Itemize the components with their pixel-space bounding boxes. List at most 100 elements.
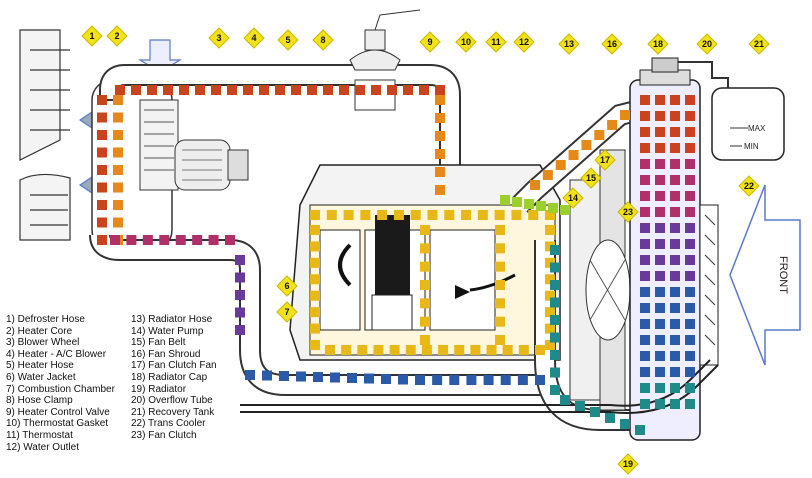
- coolant-square: [97, 112, 107, 123]
- coolant-square: [420, 280, 430, 290]
- legend-item: 2) Heater Core: [6, 325, 73, 337]
- coolant-square: [420, 261, 430, 272]
- coolant-square: [640, 207, 650, 217]
- coolant-square: [477, 210, 488, 220]
- coolant-square: [550, 280, 560, 290]
- callout-marker-6: 6: [276, 275, 298, 297]
- svg-text:3: 3: [216, 33, 221, 43]
- coolant-square: [449, 375, 460, 385]
- coolant-square: [670, 319, 680, 329]
- coolant-square: [323, 85, 333, 95]
- coolant-square: [357, 345, 368, 355]
- svg-text:13: 13: [564, 39, 574, 49]
- coolant-square: [310, 225, 320, 235]
- coolant-square: [670, 367, 680, 377]
- coolant-square: [640, 399, 650, 409]
- svg-text:11: 11: [491, 37, 501, 47]
- coolant-square: [640, 287, 650, 297]
- callout-marker-15: 15: [580, 167, 602, 189]
- coolant-square: [655, 351, 665, 361]
- coolant-square: [545, 225, 555, 235]
- coolant-square: [550, 262, 560, 273]
- legend-item: 8) Hose Clamp: [6, 395, 73, 407]
- svg-text:7: 7: [284, 307, 289, 317]
- coolant-square: [142, 235, 153, 245]
- coolant-square: [655, 127, 665, 137]
- coolant-square: [685, 207, 695, 217]
- coolant-square: [420, 316, 430, 327]
- coolant-square: [685, 303, 695, 313]
- coolant-square: [310, 290, 320, 301]
- coolant-square: [310, 340, 320, 350]
- coolant-square: [310, 323, 320, 334]
- callout-marker-23: 23: [617, 201, 639, 223]
- coolant-square: [326, 210, 337, 220]
- coolant-square: [655, 95, 665, 105]
- coolant-square: [655, 271, 665, 281]
- coolant-square: [393, 210, 404, 220]
- coolant-square: [581, 140, 592, 150]
- coolant-square: [590, 407, 600, 417]
- coolant-square: [655, 175, 665, 185]
- coolant-square: [530, 180, 540, 190]
- fan-assembly: [569, 149, 631, 411]
- coolant-square: [415, 375, 425, 385]
- coolant-square: [97, 95, 107, 105]
- svg-text:1: 1: [89, 31, 94, 41]
- coolant-square: [339, 85, 349, 95]
- coolant-square: [528, 210, 539, 220]
- coolant-square: [97, 182, 107, 193]
- coolant-square: [211, 85, 221, 95]
- coolant-square: [495, 280, 505, 290]
- coolant-square: [670, 95, 680, 105]
- coolant-square: [420, 225, 430, 235]
- coolant-square: [403, 85, 413, 95]
- coolant-square: [655, 383, 665, 393]
- coolant-square: [640, 111, 650, 121]
- coolant-square: [685, 191, 695, 201]
- svg-text:16: 16: [607, 39, 617, 49]
- svg-text:12: 12: [519, 37, 529, 47]
- coolant-square: [387, 85, 397, 95]
- coolant-square: [550, 332, 560, 343]
- coolant-square: [235, 272, 245, 283]
- coolant-square: [655, 239, 665, 249]
- legend-item: 1) Defroster Hose: [6, 314, 85, 325]
- callout-marker-14: 14: [562, 187, 584, 209]
- coolant-square: [550, 297, 560, 308]
- coolant-square: [420, 298, 430, 309]
- coolant-square: [685, 159, 695, 169]
- heater-core-box: [91, 79, 179, 251]
- coolant-square: [535, 345, 545, 355]
- coolant-square: [655, 223, 665, 233]
- svg-text:23: 23: [623, 207, 633, 217]
- coolant-square: [192, 235, 203, 245]
- coolant-square: [685, 175, 695, 185]
- svg-text:15: 15: [586, 173, 596, 183]
- coolant-square: [655, 399, 665, 409]
- coolant-square: [685, 399, 695, 409]
- legend-item: 19) Radiator: [131, 383, 187, 395]
- coolant-square: [670, 127, 680, 137]
- coolant-square: [97, 217, 107, 228]
- coolant-square: [605, 413, 615, 423]
- coolant-square: [545, 210, 555, 220]
- coolant-square: [245, 370, 255, 380]
- heater-hose-top: [98, 64, 461, 200]
- coolant-square: [655, 207, 665, 217]
- coolant-square: [495, 316, 505, 327]
- coolant-square: [341, 345, 352, 355]
- coolant-square: [550, 245, 560, 255]
- callout-marker-20: 20: [696, 33, 718, 55]
- coolant-square: [500, 375, 511, 385]
- coolant-square: [325, 345, 335, 355]
- coolant-square: [495, 261, 505, 272]
- coolant-square: [208, 235, 219, 245]
- coolant-square: [655, 367, 665, 377]
- legend-item: 21) Recovery Tank: [131, 406, 215, 418]
- coolant-square: [640, 159, 650, 169]
- coolant-square: [113, 112, 123, 123]
- coolant-square: [517, 375, 528, 385]
